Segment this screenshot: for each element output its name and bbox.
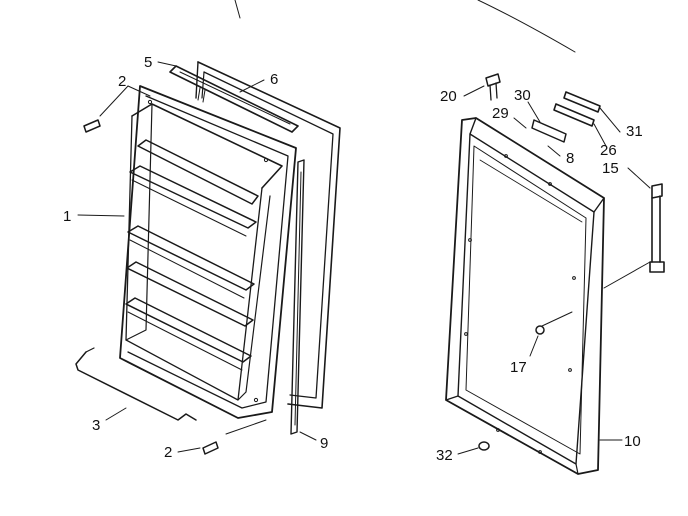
callout-8: 8 (566, 150, 574, 167)
callout-31: 31 (626, 123, 643, 140)
callout-29: 29 (492, 105, 509, 122)
outer-door-frame (445, 117, 605, 475)
fastener-17 (535, 325, 545, 335)
breaker-strip (290, 159, 305, 435)
screw-top (83, 119, 101, 133)
callout-20: 20 (440, 88, 457, 105)
hinge-bracket (531, 119, 567, 143)
callout-17: 17 (510, 359, 527, 376)
inner-door-liner (119, 85, 297, 419)
callout-6: 6 (270, 71, 278, 88)
callout-32: 32 (436, 447, 453, 464)
callout-1: 1 (63, 208, 71, 225)
callout-9: 9 (320, 435, 328, 452)
callout-2-bottom: 2 (164, 444, 172, 461)
door-plug (485, 73, 501, 101)
callout-3: 3 (92, 417, 100, 434)
callout-15: 15 (602, 160, 619, 177)
callout-30: 30 (514, 87, 531, 104)
trim-strip-upper (563, 91, 601, 113)
callout-10: 10 (624, 433, 641, 450)
callout-labels: 5 2 6 1 3 2 9 20 30 29 8 31 26 15 17 32 … (63, 54, 643, 464)
screw-bottom (202, 441, 219, 455)
callout-2-top: 2 (118, 73, 126, 90)
callout-5: 5 (144, 54, 152, 71)
trim-strip-lower (553, 103, 595, 127)
leader-lines (77, 61, 651, 455)
bumper-32 (478, 441, 490, 451)
door-handle (649, 183, 665, 273)
wire-shelf-bar (75, 347, 197, 421)
callout-26: 26 (600, 142, 617, 159)
background-arcs (234, 0, 576, 53)
top-trim-strip (169, 65, 299, 133)
